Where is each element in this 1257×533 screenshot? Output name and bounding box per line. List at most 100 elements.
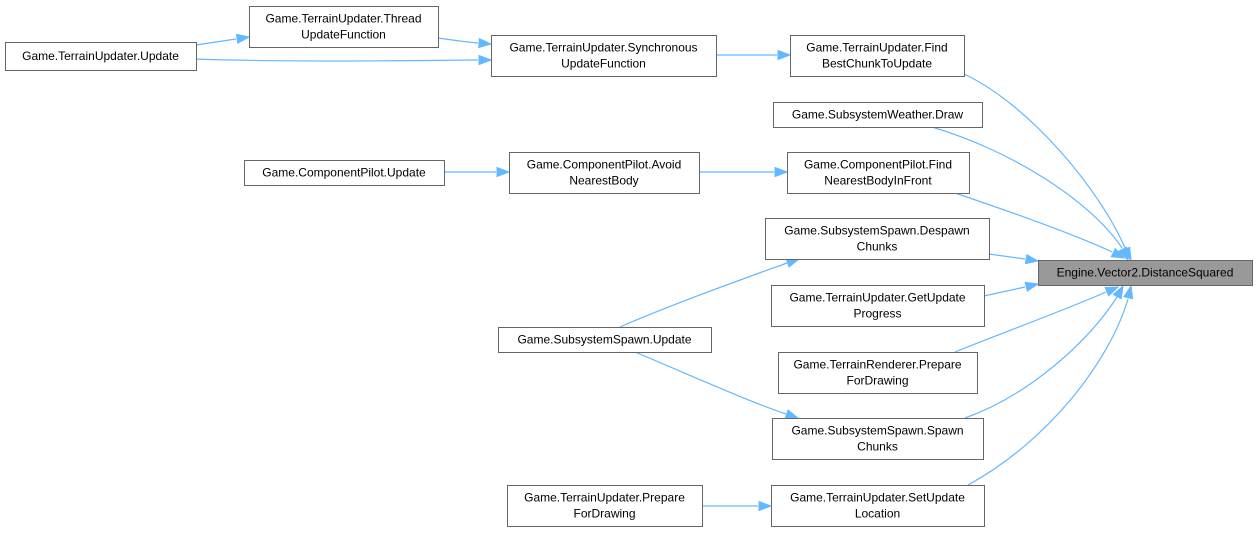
- edge-tr_prepare-to-target: [954, 286, 1120, 353]
- edge-line: [954, 192, 1113, 253]
- edge-line: [931, 126, 1123, 249]
- edge-arrowhead: [1104, 286, 1120, 297]
- node-label: Game.ComponentPilot.Avoid: [527, 158, 682, 172]
- edge-tu_update-to-tu_sync: [195, 54, 493, 66]
- node-sw-draw[interactable]: Game.SubsystemWeather.Draw: [773, 102, 983, 128]
- edge-ss_update-to-ss_spawn: [634, 351, 800, 420]
- edge-cp_update-to-cp_avoid: [444, 166, 511, 178]
- edge-line: [619, 262, 788, 328]
- node-label: Chunks: [857, 440, 898, 454]
- node-label: Game.SubsystemSpawn.Spawn: [791, 424, 963, 438]
- node-box[interactable]: [772, 418, 984, 460]
- node-label: ForDrawing: [573, 507, 635, 521]
- node-label: Game.TerrainUpdater.Find: [806, 41, 947, 55]
- node-cp-update[interactable]: Game.ComponentPilot.Update: [244, 160, 445, 186]
- node-box[interactable]: [771, 485, 985, 527]
- node-box[interactable]: [778, 352, 978, 394]
- edge-cp_find-to-target: [954, 192, 1126, 259]
- node-box[interactable]: [509, 152, 700, 194]
- edge-arrowhead: [1024, 253, 1040, 265]
- edge-layer: [195, 33, 1134, 512]
- edge-arrowhead: [777, 49, 792, 61]
- node-target[interactable]: Engine.Vector2.DistanceSquared: [1038, 260, 1253, 286]
- edge-line: [967, 298, 1129, 486]
- node-label: Game.TerrainUpdater.Update: [22, 49, 179, 63]
- edge-arrowhead: [1024, 281, 1040, 292]
- node-tu-sync[interactable]: Game.TerrainUpdater.SynchronousUpdateFun…: [491, 35, 717, 77]
- edge-line: [988, 253, 1026, 260]
- edge-arrowhead: [478, 37, 493, 49]
- edge-line: [195, 58, 479, 62]
- node-tu-findbest[interactable]: Game.TerrainUpdater.FindBestChunkToUpdat…: [790, 35, 965, 77]
- node-label: Progress: [853, 307, 901, 321]
- node-label: Game.SubsystemSpawn.Despawn: [784, 224, 969, 238]
- edge-line: [983, 286, 1026, 297]
- node-box[interactable]: [498, 327, 712, 353]
- edge-tu_update-to-tu_thread: [195, 33, 251, 46]
- edge-sw_draw-to-target: [931, 126, 1129, 262]
- node-ss-update[interactable]: Game.SubsystemSpawn.Update: [498, 327, 712, 353]
- node-box[interactable]: [244, 160, 445, 186]
- node-box[interactable]: [771, 285, 985, 327]
- node-label: NearestBody: [569, 174, 638, 188]
- node-label: UpdateFunction: [561, 57, 646, 71]
- node-box[interactable]: [790, 35, 965, 77]
- edge-tu_prepare-to-tu_setloc: [702, 500, 773, 512]
- node-label: Location: [855, 507, 900, 521]
- edge-line: [963, 73, 1126, 249]
- edge-tu_thread-to-tu_sync: [437, 37, 493, 49]
- edge-ss_spawn-to-target: [964, 284, 1124, 419]
- node-box[interactable]: [491, 35, 717, 77]
- node-tu-update[interactable]: Game.TerrainUpdater.Update: [5, 42, 197, 71]
- edge-tu_setloc-to-target: [967, 284, 1134, 486]
- node-label: Engine.Vector2.DistanceSquared: [1057, 266, 1234, 280]
- node-label: Game.ComponentPilot.Update: [262, 166, 426, 180]
- edge-arrowhead: [1123, 284, 1134, 300]
- edge-arrowhead: [1117, 246, 1129, 262]
- edge-arrowhead: [496, 166, 511, 178]
- edge-arrowhead: [758, 500, 773, 512]
- node-label: ForDrawing: [846, 374, 908, 388]
- node-label: Game.TerrainUpdater.GetUpdate: [789, 291, 965, 305]
- edge-cp_avoid-to-cp_find: [699, 166, 789, 178]
- node-label: NearestBodyInFront: [824, 174, 932, 188]
- node-label: Chunks: [857, 240, 898, 254]
- node-label: Game.SubsystemWeather.Draw: [792, 108, 964, 122]
- node-label: Game.TerrainUpdater.Synchronous: [509, 41, 697, 55]
- edge-arrowhead: [1110, 247, 1126, 259]
- node-box[interactable]: [507, 485, 703, 527]
- node-cp-find[interactable]: Game.ComponentPilot.FindNearestBodyInFro…: [787, 152, 970, 194]
- edge-arrowhead: [774, 166, 789, 178]
- edge-tu_getprogress-to-target: [983, 281, 1040, 297]
- edge-line: [195, 38, 237, 46]
- edge-line: [954, 291, 1107, 353]
- edge-arrowhead: [478, 54, 493, 66]
- node-label: Game.TerrainUpdater.SetUpdate: [790, 491, 965, 505]
- edge-ss_despawn-to-target: [988, 253, 1040, 265]
- node-box[interactable]: [787, 152, 970, 194]
- edge-tu_sync-to-tu_findbest: [716, 49, 792, 61]
- node-label: Game.TerrainUpdater.Thread: [265, 12, 421, 26]
- node-box[interactable]: [773, 102, 983, 128]
- node-box[interactable]: [5, 42, 197, 71]
- node-label: Game.TerrainUpdater.Prepare: [524, 491, 685, 505]
- node-box[interactable]: [249, 6, 439, 48]
- node-label: Game.SubsystemSpawn.Update: [517, 333, 691, 347]
- node-label: UpdateFunction: [301, 28, 386, 42]
- edge-line: [964, 296, 1118, 419]
- node-label: Game.ComponentPilot.Find: [804, 158, 952, 172]
- edge-arrowhead: [235, 33, 251, 45]
- node-label: Game.TerrainRenderer.Prepare: [793, 358, 961, 372]
- node-box[interactable]: [1038, 260, 1253, 286]
- node-layer: Game.TerrainUpdater.UpdateGame.TerrainUp…: [5, 6, 1253, 527]
- node-box[interactable]: [765, 218, 990, 260]
